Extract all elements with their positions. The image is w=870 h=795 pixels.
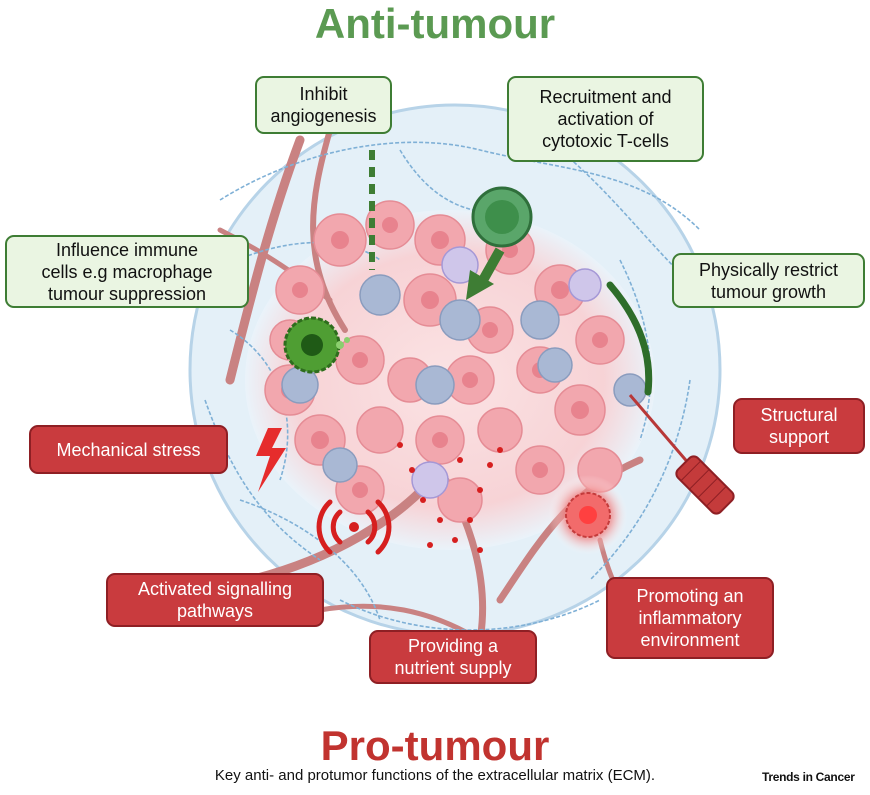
label-physically-restrict: Physically restrict tumour growth: [672, 253, 865, 308]
anti-tumour-title: Anti-tumour: [314, 0, 556, 47]
label-nutrient-supply: Providing a nutrient supply: [369, 630, 537, 684]
label-activated-signalling: Activated signalling pathways: [106, 573, 324, 627]
label-inhibit-angiogenesis: Inhibit angiogenesis: [255, 76, 392, 134]
label-influence-immune-cells: Influence immune cells e.g macrophage tu…: [5, 235, 249, 308]
dendritic-cells: [411, 246, 602, 499]
macrophage-icon: [283, 316, 350, 374]
muscle-fibre-icon: [628, 394, 735, 515]
recruitment-arrow-icon: [466, 247, 505, 300]
lightning-icon: [256, 428, 286, 492]
pro-tumour-title: Pro-tumour: [320, 722, 550, 769]
label-structural-support: Structural support: [733, 398, 865, 454]
figure-caption: Key anti- and protumor functions of the …: [214, 767, 656, 784]
immune-cells: [281, 274, 647, 483]
t-cell-icon: [471, 186, 533, 248]
inflammatory-cell-icon: [548, 475, 628, 555]
label-inflammatory-environment: Promoting an inflammatory environment: [606, 577, 774, 659]
label-mechanical-stress: Mechanical stress: [29, 425, 228, 474]
label-recruitment-t-cells: Recruitment and activation of cytotoxic …: [507, 76, 704, 162]
restriction-arc-icon: [606, 281, 653, 396]
signal-waves-icon: [316, 499, 392, 555]
nutrient-dots: [397, 442, 503, 553]
journal-logo: Trends in Cancer: [762, 770, 855, 784]
